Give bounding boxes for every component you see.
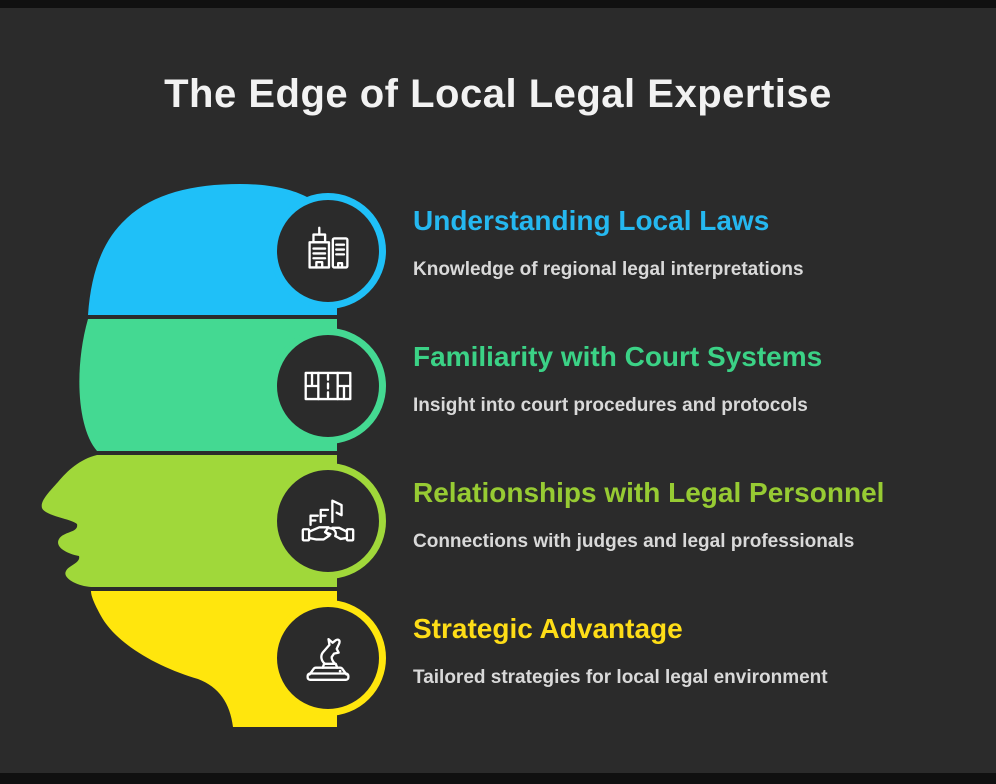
section-heading: Familiarity with Court Systems — [413, 341, 823, 372]
section-description: Tailored strategies for local legal envi… — [413, 666, 828, 688]
page-title: The Edge of Local Legal Expertise — [164, 72, 832, 116]
head-band-strategic-advantage — [91, 591, 337, 727]
icon-circle-strategic-advantage — [270, 600, 386, 716]
section-description: Insight into court procedures and protoc… — [413, 394, 808, 416]
section-legal-personnel: Relationships with Legal Personnel Conne… — [413, 477, 983, 554]
section-court-systems: Familiarity with Court Systems Insight i… — [413, 341, 983, 418]
handshake-building-icon — [301, 499, 355, 542]
section-heading: Strategic Advantage — [413, 613, 683, 644]
city-buildings-icon — [308, 226, 349, 269]
bottom-border-bar — [0, 773, 996, 784]
head-band-legal-personnel — [41, 455, 338, 587]
icon-circle-local-laws — [270, 193, 386, 309]
section-description: Connections with judges and legal profes… — [413, 530, 855, 552]
court-layout-icon — [304, 371, 352, 401]
head-band-court-systems — [79, 319, 338, 451]
section-description: Knowledge of regional legal interpretati… — [413, 258, 804, 280]
icon-circle-legal-personnel — [270, 463, 386, 579]
icon-circle-court-systems — [270, 328, 386, 444]
top-border-bar — [0, 0, 996, 8]
section-local-laws: Understanding Local Laws Knowledge of re… — [413, 205, 983, 282]
section-heading: Understanding Local Laws — [413, 205, 770, 236]
chess-knight-icon — [306, 637, 350, 681]
head-band-local-laws — [88, 184, 337, 315]
section-strategic-advantage: Strategic Advantage Tailored strategies … — [413, 613, 983, 690]
section-heading: Relationships with Legal Personnel — [413, 477, 885, 508]
